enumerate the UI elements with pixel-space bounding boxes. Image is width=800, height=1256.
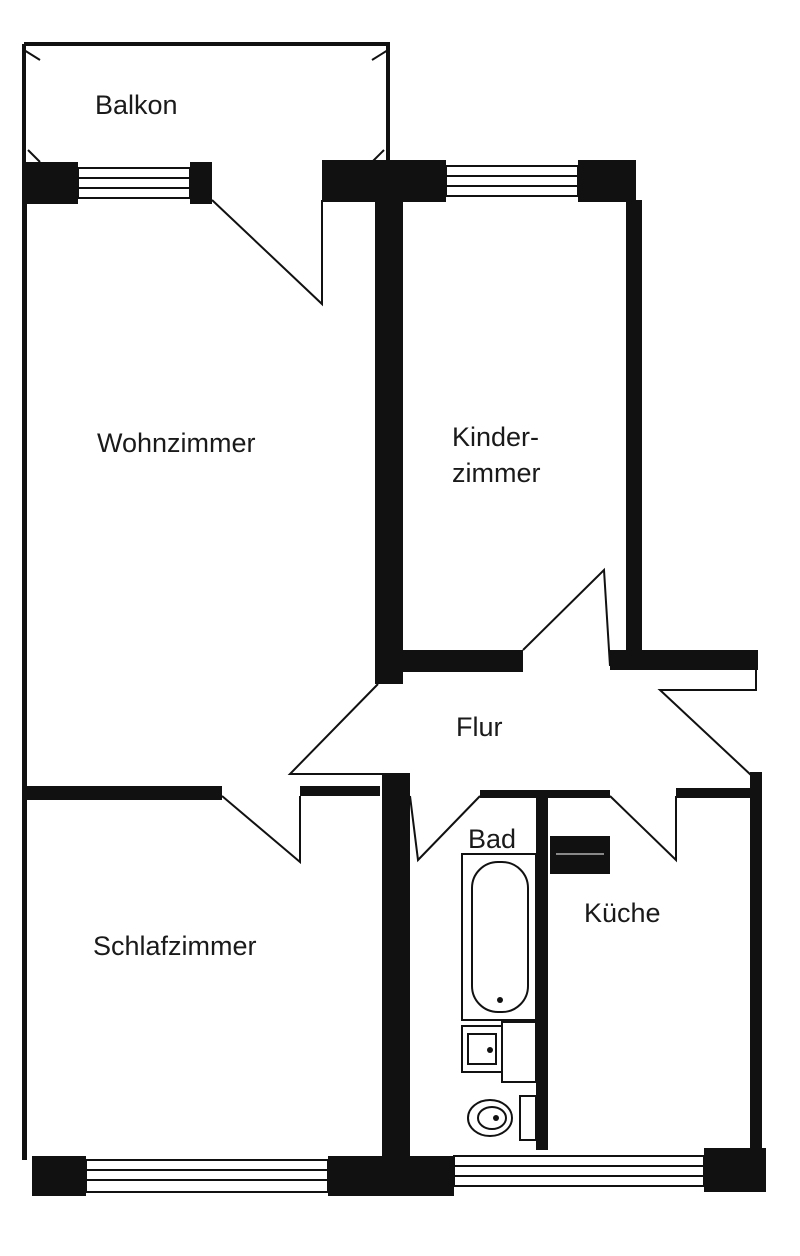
bathtub-icon: [461, 853, 537, 1021]
room-labels: Balkon Wohnzimmer Kinder- zimmer Flur Ba…: [93, 90, 661, 961]
door-wohnzimmer: [287, 683, 379, 775]
window-schlafzimmer: [85, 1159, 329, 1193]
window-kinderzimmer: [445, 165, 579, 197]
outer-walls: [22, 160, 766, 1196]
door-schlafzimmer: [221, 795, 301, 865]
label-bad: Bad: [468, 824, 516, 854]
door-kinderzimmer: [522, 567, 611, 667]
door-balcony: [211, 199, 323, 307]
balcony: [22, 42, 390, 165]
label-balkon: Balkon: [95, 90, 178, 120]
toilet-icon: [467, 1099, 513, 1137]
interior-walls: [26, 196, 758, 1165]
label-kinderzimmer-1: Kinder-: [452, 422, 539, 452]
label-schlafzimmer: Schlafzimmer: [93, 931, 257, 961]
doors: [211, 199, 753, 865]
label-kueche: Küche: [584, 898, 661, 928]
label-wohnzimmer: Wohnzimmer: [97, 428, 256, 458]
window-wohnzimmer: [77, 167, 191, 199]
label-flur: Flur: [456, 712, 503, 742]
window-kueche: [453, 1155, 705, 1187]
door-kueche: [609, 795, 677, 863]
bathroom-fixtures: [461, 853, 537, 1141]
label-kinderzimmer-2: zimmer: [452, 458, 541, 488]
windows: [77, 165, 705, 1193]
door-entrance: [657, 689, 753, 777]
door-bad: [409, 795, 481, 863]
